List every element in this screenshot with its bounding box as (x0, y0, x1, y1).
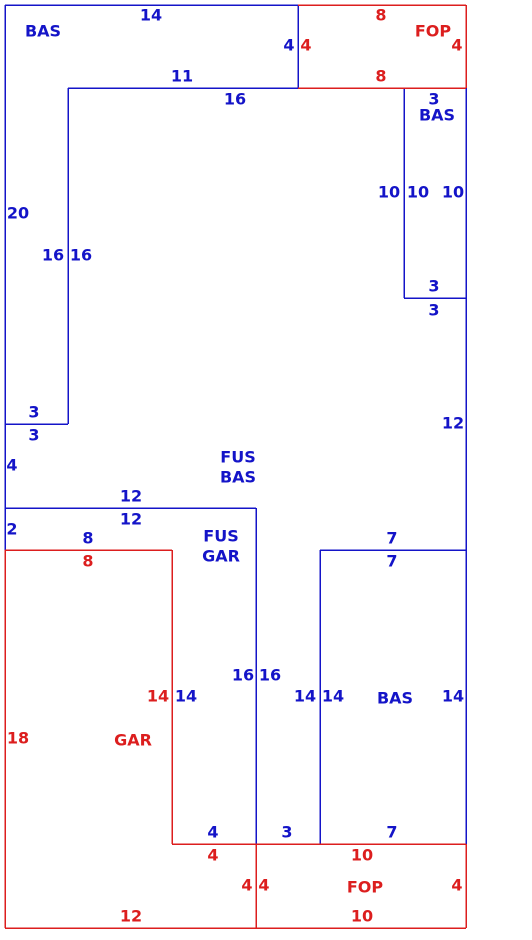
dimension-label-d43: 4 (258, 876, 269, 895)
dimension-label-d26: 8 (82, 552, 93, 571)
dimension-label-d5: 4 (451, 36, 462, 55)
dimension-label-d46: 10 (351, 907, 373, 926)
dimension-label-d20: 12 (442, 414, 464, 433)
dimension-label-d17: 3 (428, 301, 439, 320)
dimension-label-d32: 14 (175, 687, 197, 706)
dimension-label-d4: 4 (300, 36, 311, 55)
area-label-fus-gar-line-1: FUS (203, 527, 238, 546)
dimension-label-d25: 8 (82, 529, 93, 548)
dimension-label-d18: 3 (28, 403, 39, 422)
dimension-label-d34: 14 (322, 687, 344, 706)
dimension-label-d45: 12 (120, 907, 142, 926)
dimension-label-d3: 4 (283, 36, 294, 55)
area-label-bas-top-left: BAS (25, 22, 61, 41)
dimension-label-d24: 2 (6, 520, 17, 539)
dimension-label-d28: 7 (386, 552, 397, 571)
dimension-label-d22: 12 (120, 487, 142, 506)
dimension-label-d15: 16 (70, 246, 92, 265)
dimension-label-d44: 4 (451, 876, 462, 895)
dimension-label-d40: 4 (207, 846, 218, 865)
area-label-fus-gar-line-2: GAR (202, 547, 240, 566)
area-label-fop-top: FOP (415, 22, 452, 41)
area-label-fop-bottom: FOP (347, 878, 384, 897)
dimension-label-d13: 10 (442, 183, 464, 202)
dimension-label-d23: 12 (120, 510, 142, 529)
dimension-label-d19: 3 (28, 426, 39, 445)
dimension-label-d33: 14 (294, 687, 316, 706)
dimension-label-d7: 8 (375, 67, 386, 86)
dimension-label-d37: 4 (207, 823, 218, 842)
dimension-label-d8: 16 (224, 90, 246, 109)
area-label-fus-bas-center-line-1: FUS (220, 448, 255, 467)
dimension-label-d12: 10 (407, 183, 429, 202)
area-label-gar: GAR (114, 731, 152, 750)
dimension-label-d9: 3 (428, 90, 439, 109)
dimension-label-d31: 14 (147, 687, 169, 706)
dimension-label-d29: 16 (232, 666, 254, 685)
dimension-label-d38: 3 (281, 823, 292, 842)
dimension-label-d30: 16 (259, 666, 281, 685)
dimension-label-d11: 10 (378, 183, 400, 202)
sketch-edges (4, 4, 467, 929)
dimension-label-d14: 16 (42, 246, 64, 265)
dimension-label-d42: 4 (241, 876, 252, 895)
dimension-label-d21: 4 (6, 456, 17, 475)
dimension-label-d35: 14 (442, 687, 464, 706)
dimension-label-d27: 7 (386, 529, 397, 548)
area-label-fus-bas-center-line-2: BAS (220, 468, 256, 487)
dimension-label-d36: 18 (7, 729, 29, 748)
dimension-label-d10: 20 (7, 204, 29, 223)
area-label-bas-bottom-right: BAS (377, 689, 413, 708)
area-label-bas-top-right: BAS (419, 106, 455, 125)
dimension-label-d6: 11 (171, 67, 193, 86)
dimension-label-d41: 10 (351, 846, 373, 865)
dimension-label-d1: 14 (140, 6, 162, 25)
dimension-label-d2: 8 (375, 6, 386, 25)
dimension-label-d39: 7 (386, 823, 397, 842)
dimension-label-d16: 3 (428, 277, 439, 296)
